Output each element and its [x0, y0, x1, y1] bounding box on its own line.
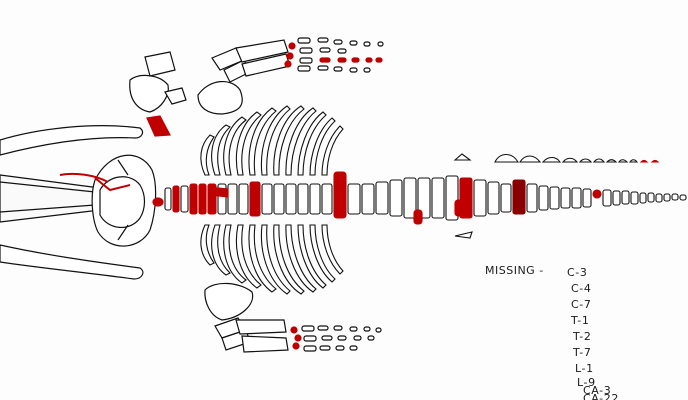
- upper-shoulder: [129, 51, 243, 137]
- missing-item: T-2: [573, 330, 592, 343]
- lower-ribs: [200, 224, 344, 295]
- missing-item: C-3: [567, 266, 588, 279]
- vertebral-column: [164, 171, 687, 225]
- missing-legend: MISSING - C-3 C-4 C-7 T-1 T-2 T-7 L-1 L-…: [485, 262, 685, 400]
- missing-item: CA-3: [583, 384, 612, 397]
- missing-item: T-7: [573, 346, 592, 359]
- missing-item: L-1: [575, 362, 594, 375]
- chevron-bones: [453, 153, 660, 239]
- lower-shoulder: [204, 282, 254, 321]
- missing-item: T-1: [571, 314, 590, 327]
- missing-title: MISSING -: [485, 264, 544, 277]
- upper-ribs: [200, 105, 344, 176]
- skull: [0, 125, 164, 280]
- missing-item: L-9: [577, 376, 596, 389]
- upper-flipper: [211, 37, 384, 83]
- missing-item: C-4: [571, 282, 592, 295]
- missing-item: CA-22: [583, 392, 619, 400]
- missing-list: C-3 C-4 C-7 T-1 T-2 T-7 L-1 L-9 CA-3 CA-…: [485, 262, 685, 400]
- missing-item: C-7: [571, 298, 592, 311]
- lower-flipper: [214, 317, 382, 353]
